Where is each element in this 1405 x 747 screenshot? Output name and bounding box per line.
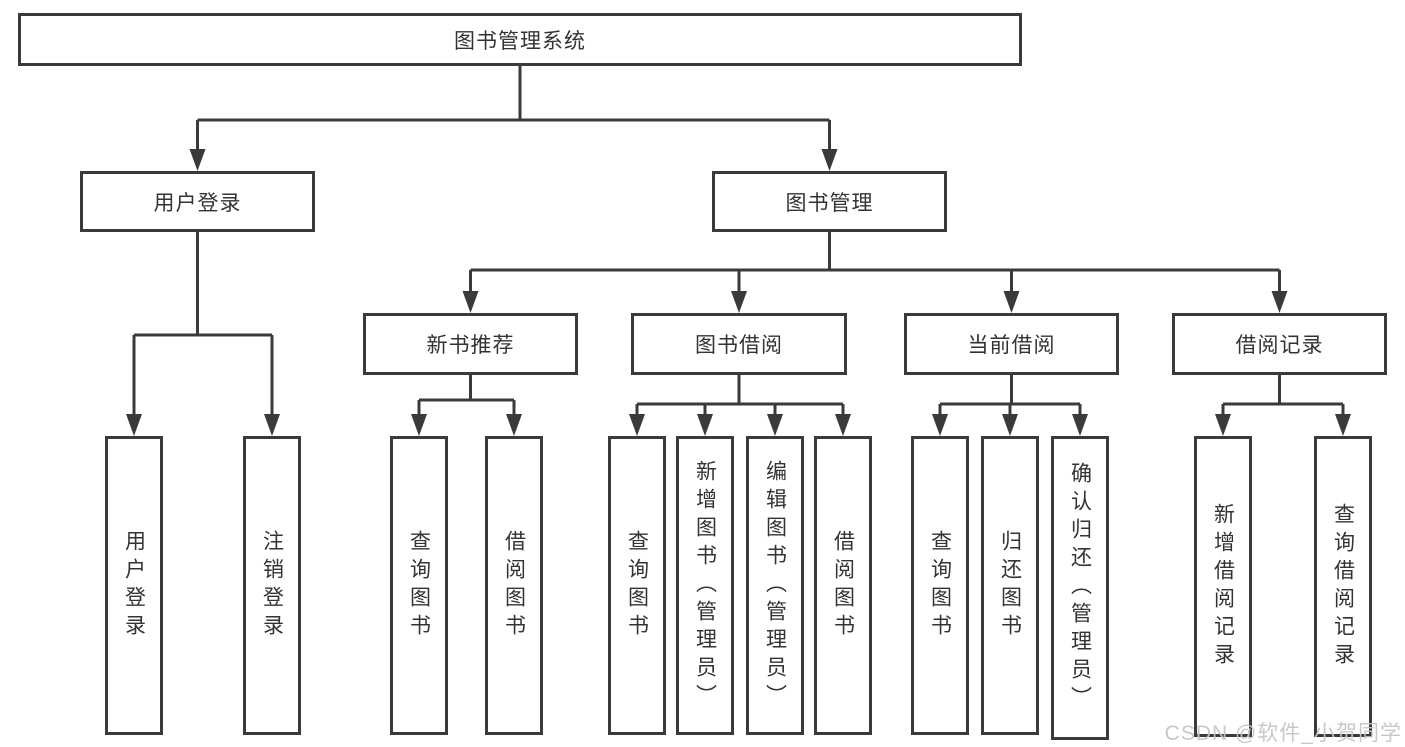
node-rec-query-books: 查询图书 — [390, 436, 448, 735]
node-bb-edit-books-admin: 编辑图书（管理员） — [746, 436, 804, 735]
node-book-management: 图书管理 — [712, 171, 947, 232]
node-rec-borrow-books: 借阅图书 — [485, 436, 543, 735]
node-br-query-borrow-record-label: 查询借阅记录 — [1331, 502, 1355, 671]
node-new-book-recommendation: 新书推荐 — [363, 313, 578, 375]
node-cb-return-books-label: 归还图书 — [998, 529, 1022, 642]
node-bb-borrow-books: 借阅图书 — [814, 436, 872, 735]
node-bb-query-books: 查询图书 — [608, 436, 666, 735]
node-br-add-borrow-record: 新增借阅记录 — [1194, 436, 1252, 737]
node-book-borrowing: 图书借阅 — [631, 313, 847, 375]
node-cb-query-books-label: 查询图书 — [928, 529, 952, 642]
arrowheads — [126, 149, 1351, 436]
node-rec-borrow-books-label: 借阅图书 — [502, 529, 526, 642]
node-bb-add-books-admin-label: 新增图书（管理员） — [693, 459, 717, 712]
node-cb-return-books: 归还图书 — [981, 436, 1039, 735]
node-book-borrowing-label: 图书借阅 — [695, 334, 783, 357]
node-user-login-action-label: 用户登录 — [122, 529, 146, 642]
node-rec-query-books-label: 查询图书 — [407, 529, 431, 642]
node-bb-borrow-books-label: 借阅图书 — [831, 529, 855, 642]
node-br-query-borrow-record: 查询借阅记录 — [1314, 436, 1372, 737]
node-current-borrowing-label: 当前借阅 — [967, 334, 1056, 357]
node-user-login-action: 用户登录 — [105, 436, 163, 735]
node-cb-confirm-return-admin: 确认归还（管理员） — [1051, 436, 1109, 740]
node-cb-query-books: 查询图书 — [911, 436, 969, 735]
node-bb-edit-books-admin-label: 编辑图书（管理员） — [763, 459, 787, 712]
node-borrowing-records: 借阅记录 — [1172, 313, 1387, 375]
node-user-login: 用户登录 — [80, 171, 315, 232]
node-book-management-label: 图书管理 — [785, 191, 874, 215]
node-library-system-label: 图书管理系统 — [454, 29, 586, 53]
node-borrowing-records-label: 借阅记录 — [1235, 334, 1324, 357]
node-bb-query-books-label: 查询图书 — [625, 529, 649, 642]
node-new-book-recommendation-label: 新书推荐 — [426, 334, 515, 357]
csdn-watermark: CSDN @软件_小贺同学 — [1164, 722, 1402, 745]
node-logout-action: 注销登录 — [243, 436, 301, 735]
node-cb-confirm-return-admin-label: 确认归还（管理员） — [1068, 462, 1092, 714]
node-bb-add-books-admin: 新增图书（管理员） — [676, 436, 734, 735]
node-library-system: 图书管理系统 — [18, 13, 1022, 66]
node-current-borrowing: 当前借阅 — [904, 313, 1119, 375]
node-br-add-borrow-record-label: 新增借阅记录 — [1211, 502, 1235, 671]
node-user-login-label: 用户登录 — [153, 191, 242, 215]
node-logout-action-label: 注销登录 — [260, 529, 284, 642]
